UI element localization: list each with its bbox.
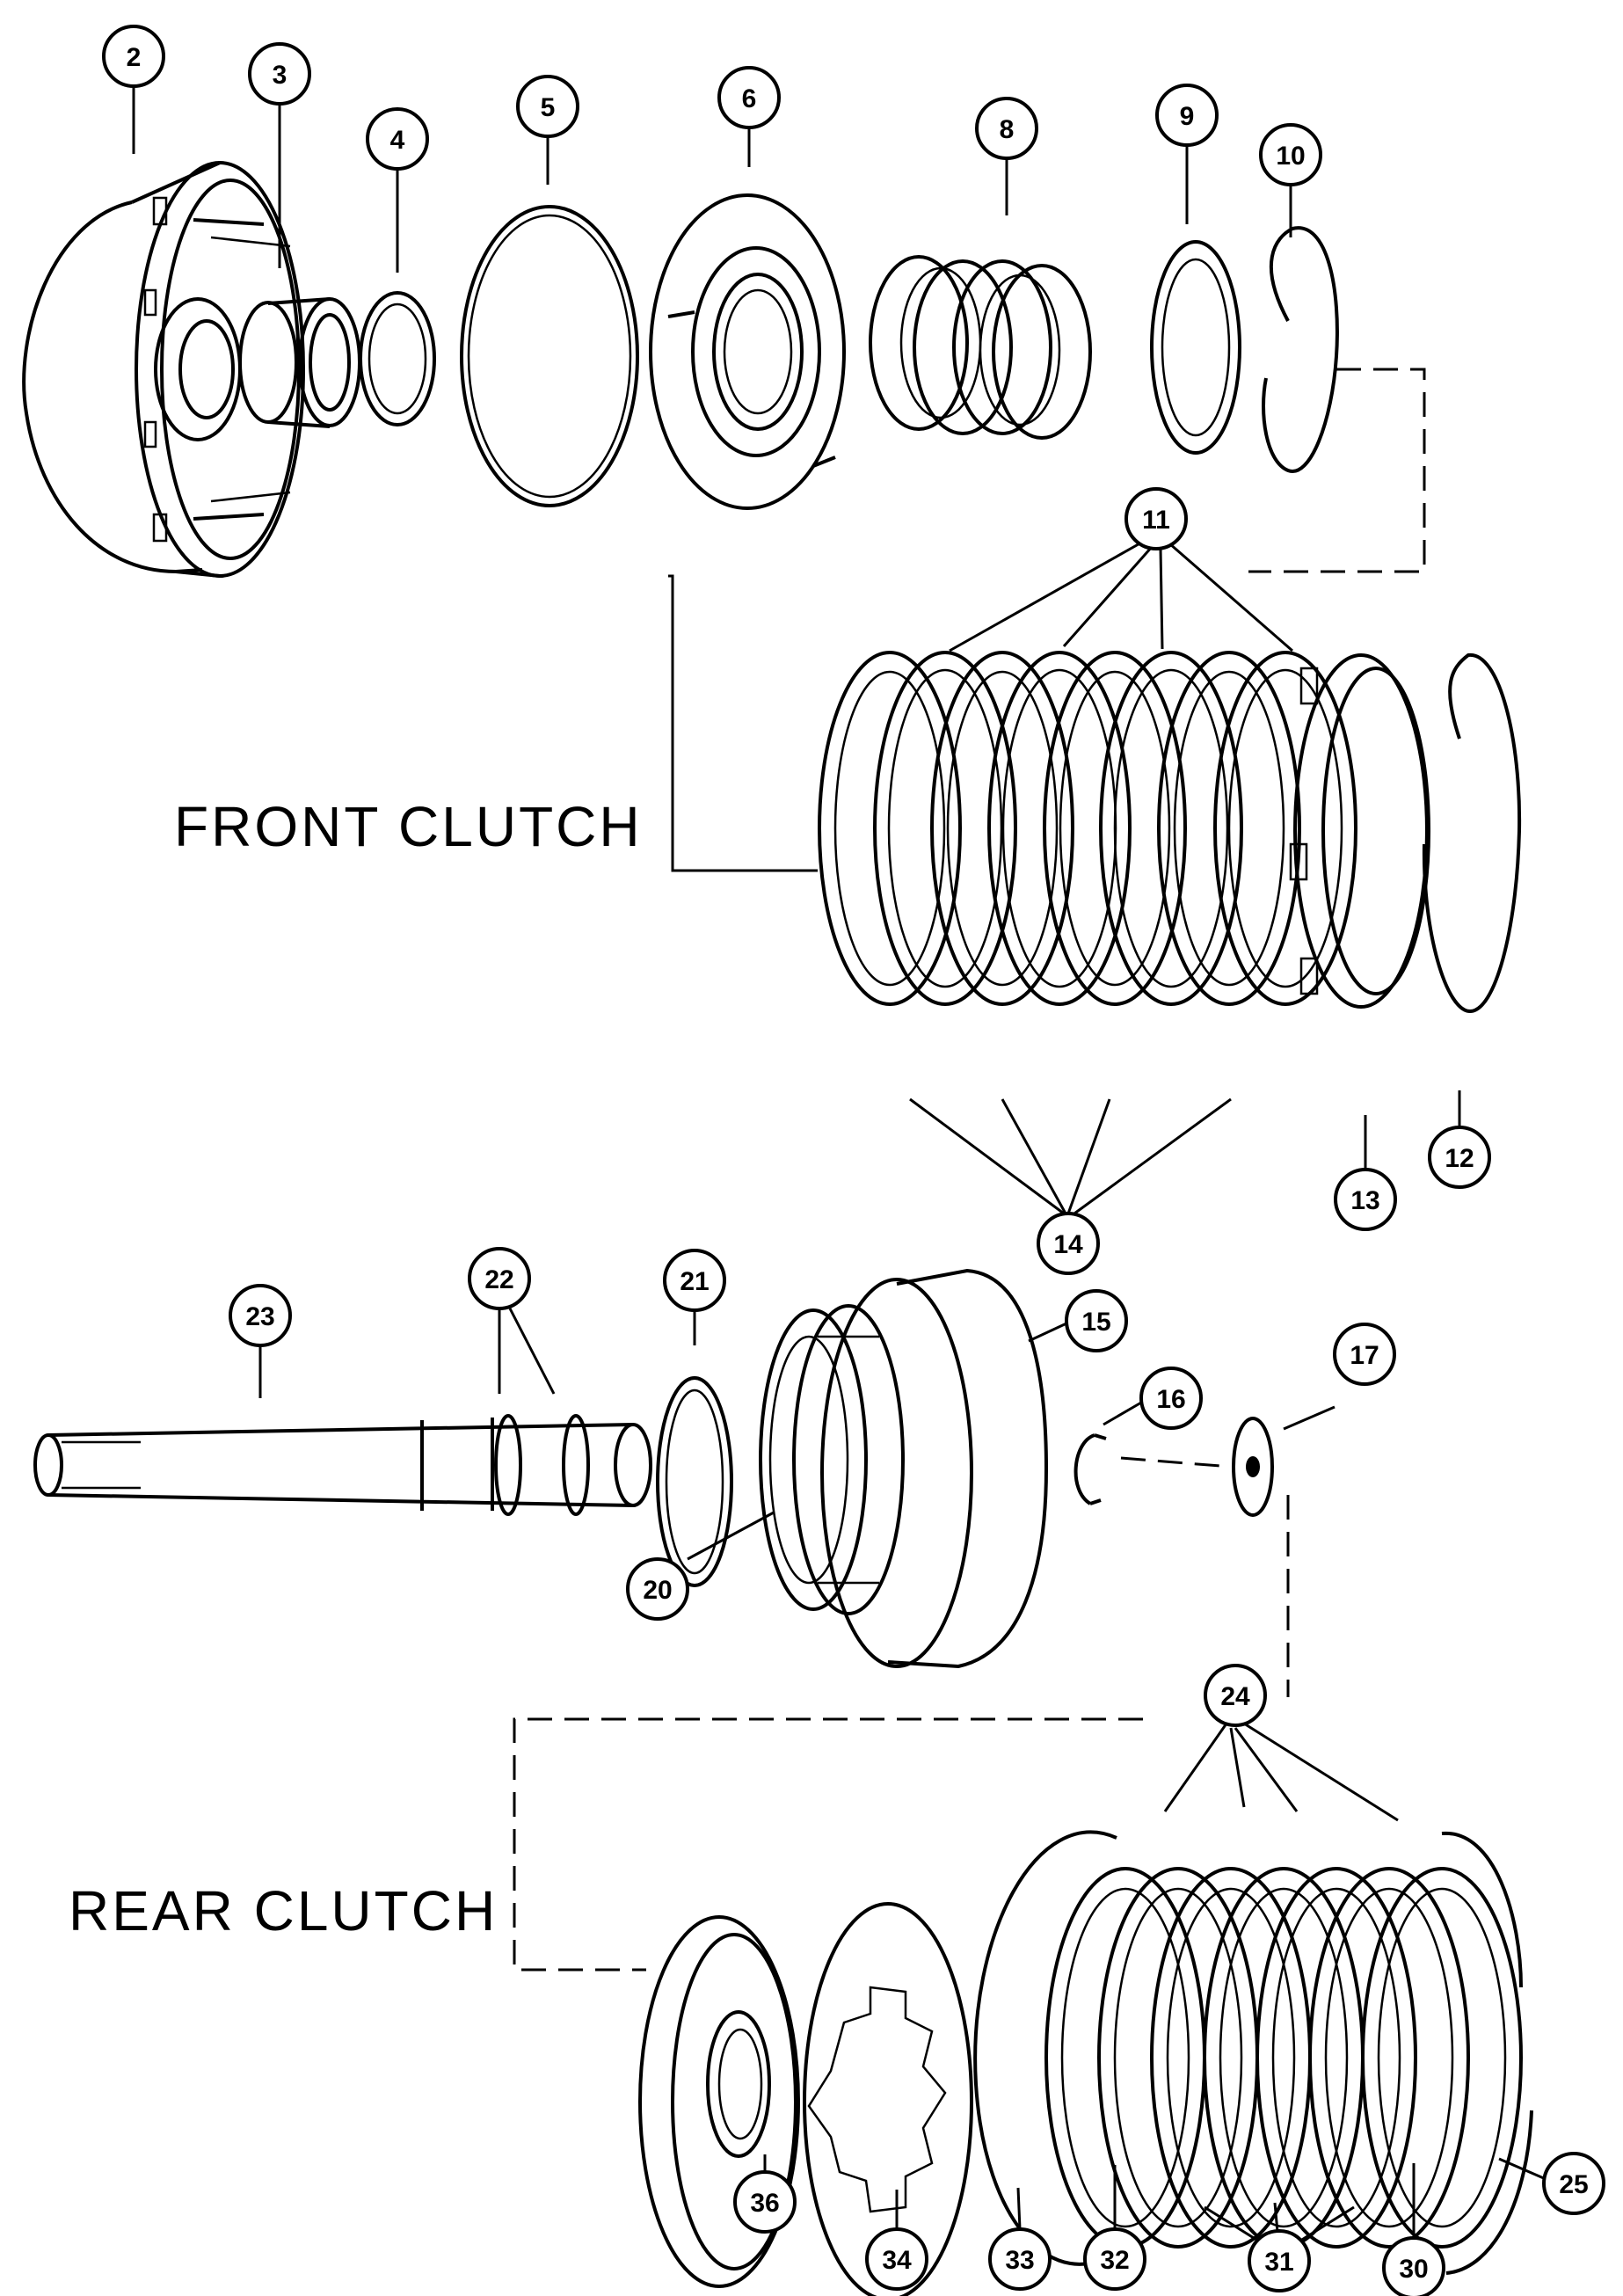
part-5-large-seal-ring (460, 205, 639, 507)
callout-5: 5 (516, 75, 579, 138)
callout-24: 24 (1204, 1664, 1267, 1727)
callout-14: 14 (1037, 1212, 1100, 1275)
part-10-snap-ring (1262, 226, 1339, 473)
callout-5-label: 5 (541, 93, 556, 122)
callout-3-label: 3 (273, 61, 287, 90)
callout-6: 6 (717, 66, 781, 129)
part-9-spring-retainer (1150, 240, 1241, 455)
callout-14-label: 14 (1053, 1230, 1083, 1259)
part-4-seal-ring (359, 291, 436, 426)
part-22-shaft-seal-rings (494, 1414, 590, 1516)
callout-36-label: 36 (750, 2189, 779, 2218)
leader-lines (132, 86, 1547, 2253)
callout-4-label: 4 (390, 126, 405, 155)
callout-30: 30 (1382, 2236, 1445, 2296)
callout-8: 8 (975, 97, 1038, 160)
callout-25-label: 25 (1559, 2170, 1588, 2199)
part-15-rear-clutch-retainer (759, 1268, 1049, 1669)
callout-10: 10 (1259, 123, 1322, 186)
part-6-piston (649, 193, 846, 510)
callout-9-label: 9 (1180, 102, 1195, 131)
callout-6-label: 6 (742, 84, 757, 113)
callout-24-label: 24 (1220, 1682, 1250, 1711)
callout-15-label: 15 (1081, 1308, 1110, 1337)
callout-22-label: 22 (484, 1265, 513, 1294)
callout-36: 36 (733, 2170, 797, 2234)
part-12-snap-ring (1422, 652, 1522, 1014)
callout-11: 11 (1124, 487, 1188, 550)
part-21-thrust-washer (656, 1376, 733, 1587)
callout-12: 12 (1428, 1126, 1491, 1189)
callout-2: 2 (102, 25, 165, 88)
callout-31-label: 31 (1264, 2248, 1293, 2277)
callout-17: 17 (1333, 1323, 1396, 1386)
callout-32: 32 (1083, 2227, 1146, 2291)
callout-13-label: 13 (1350, 1186, 1379, 1215)
callout-3: 3 (248, 42, 311, 106)
callout-34-label: 34 (882, 2246, 912, 2275)
callout-16-label: 16 (1156, 1385, 1185, 1414)
callout-20: 20 (626, 1557, 689, 1621)
callout-32-label: 32 (1100, 2246, 1129, 2275)
rear-clutch-pack (1044, 1867, 1523, 2249)
callout-9: 9 (1155, 84, 1219, 147)
callout-11-label: 11 (1142, 506, 1170, 535)
part-17-thrust-washer (1232, 1417, 1274, 1517)
callout-17-label: 17 (1350, 1341, 1379, 1370)
callout-2-label: 2 (127, 43, 142, 72)
part-2-front-clutch-retainer (22, 161, 305, 578)
callout-16: 16 (1139, 1367, 1203, 1430)
part-16-snap-ring (1074, 1433, 1107, 1505)
part-8-return-springs (869, 255, 1092, 440)
callout-15: 15 (1065, 1289, 1128, 1352)
part-33-snap-ring (973, 1830, 1118, 2266)
callout-22: 22 (468, 1247, 531, 1310)
callout-13: 13 (1334, 1168, 1397, 1231)
callout-8-label: 8 (1000, 115, 1015, 144)
front-clutch-pack (818, 651, 1357, 1006)
callout-12-label: 12 (1445, 1144, 1474, 1173)
front-clutch-label: FRONT CLUTCH (174, 795, 643, 858)
callout-31: 31 (1248, 2229, 1311, 2292)
assembly-guide-lines (513, 368, 1426, 1972)
callout-23-label: 23 (245, 1302, 274, 1331)
callout-25: 25 (1542, 2152, 1605, 2215)
callout-33-label: 33 (1005, 2246, 1034, 2275)
callout-30-label: 30 (1399, 2255, 1428, 2284)
part-36-rear-clutch-piston (638, 1915, 800, 2288)
callout-21: 21 (663, 1249, 726, 1312)
part-23-input-shaft (33, 1418, 652, 1511)
part-25-snap-ring (1441, 1831, 1533, 2275)
callout-10-label: 10 (1276, 142, 1305, 171)
callout-23: 23 (229, 1284, 292, 1347)
callout-21-label: 21 (680, 1267, 709, 1296)
rear-clutch-label: REAR CLUTCH (69, 1879, 498, 1942)
part-13-pressure-plate (1289, 653, 1430, 1009)
part-34-belleville-spring (803, 1902, 973, 2296)
callout-34: 34 (865, 2227, 928, 2291)
callout-20-label: 20 (643, 1576, 672, 1605)
callout-33: 33 (988, 2227, 1052, 2291)
callout-4: 4 (366, 107, 429, 171)
